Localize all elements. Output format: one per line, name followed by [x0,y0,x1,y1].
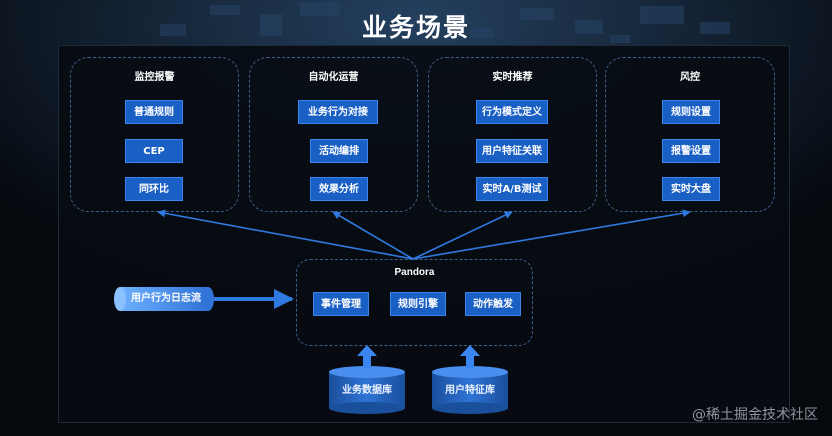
group-title: 实时推荐 [492,72,533,83]
business-db-label: 业务数据库 [342,385,392,396]
item-activity-orchestration[interactable]: 活动编排 [310,139,368,163]
group-title: 自动化运营 [308,72,359,83]
item-rule-settings[interactable]: 规则设置 [662,100,720,124]
item-alert-settings[interactable]: 报警设置 [662,139,720,163]
group-title: 监控报警 [134,72,175,83]
pandora-title: Pandora [394,267,435,278]
rule-engine-button[interactable]: 规则引擎 [390,292,446,316]
item-behavior-pattern[interactable]: 行为模式定义 [476,100,548,124]
item-user-feature-link[interactable]: 用户特征关联 [476,139,548,163]
item-effect-analysis[interactable]: 效果分析 [310,177,368,201]
item-cep[interactable]: CEP [125,139,183,163]
item-realtime-dashboard[interactable]: 实时大盘 [662,177,720,201]
user-feature-db-label: 用户特征库 [445,385,495,396]
page-title: 业务场景 [361,13,470,42]
item-business-behavior[interactable]: 业务行为对接 [298,100,378,124]
group-monitoring: 监控报警 [70,57,239,212]
item-period-comparison[interactable]: 同环比 [125,177,183,201]
group-title: 风控 [680,72,700,83]
item-normal-rules[interactable]: 普通规则 [125,100,183,124]
log-stream-label: 用户行为日志流 [131,293,201,304]
action-trigger-button[interactable]: 动作触发 [465,292,521,316]
event-management-button[interactable]: 事件管理 [313,292,369,316]
watermark: @稀土掘金技术社区 [692,407,818,423]
item-realtime-ab-test[interactable]: 实时A/B测试 [476,177,548,201]
